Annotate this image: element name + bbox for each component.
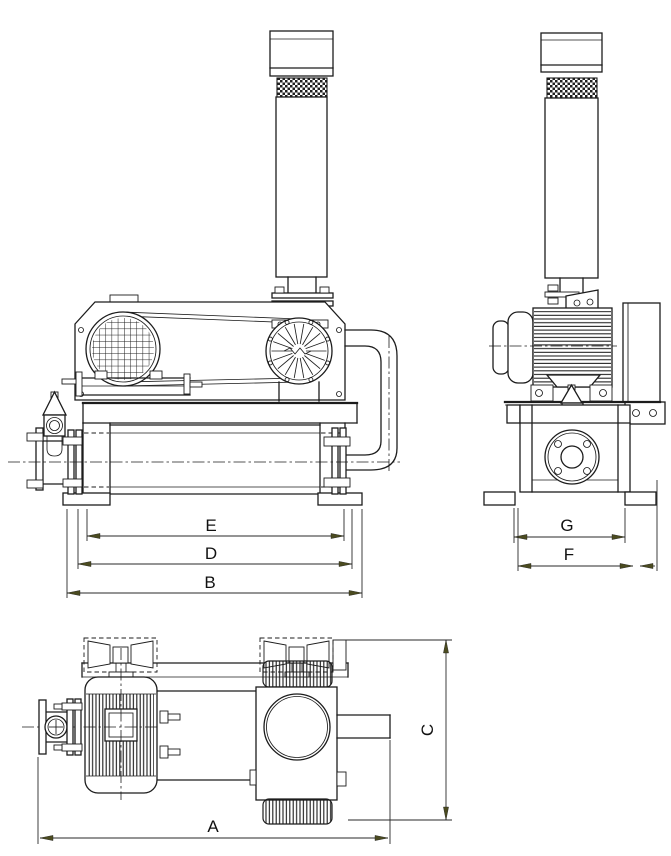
motor-plan xyxy=(84,648,181,800)
silencer-ribs-top xyxy=(262,660,333,688)
pulley xyxy=(265,317,333,402)
mesh-band xyxy=(276,77,328,98)
casing-plan xyxy=(249,660,391,825)
dimension-label-e: E xyxy=(205,516,216,535)
hidden-foot-left xyxy=(83,637,158,678)
belt-guard-side xyxy=(622,302,666,425)
dimension-E: E xyxy=(86,509,345,541)
dimension-D: D xyxy=(77,509,353,569)
shaft-break-symbol xyxy=(283,347,312,355)
dimension-label-a: A xyxy=(207,817,219,836)
dimension-B: B xyxy=(66,509,363,598)
discharge-elbow-front xyxy=(323,329,398,495)
relief-valve-front xyxy=(41,390,68,457)
motor-grille xyxy=(85,311,161,387)
plan-view: A C xyxy=(22,637,452,844)
dimension-C: C xyxy=(335,639,452,821)
dimension-F: F xyxy=(517,480,658,571)
dimension-label-c: C xyxy=(418,724,437,736)
dimension-label-f: F xyxy=(564,545,574,564)
housing-side xyxy=(483,404,657,506)
pulley-spokes xyxy=(271,323,327,379)
front-view: E D B xyxy=(8,30,400,598)
silencer-ribs-bottom xyxy=(262,798,333,825)
inlet-silencer-side xyxy=(540,32,603,313)
mesh-band xyxy=(546,77,598,99)
dimension-A: A xyxy=(37,740,391,844)
side-view: G F xyxy=(483,32,666,571)
dimension-label-d: D xyxy=(205,544,217,563)
base-frame-front xyxy=(62,401,363,506)
motor-side xyxy=(489,307,617,402)
discharge-stub-plan xyxy=(336,714,391,739)
motor-slide-base xyxy=(61,370,203,397)
dimension-label-g: G xyxy=(560,516,573,535)
inlet-assembly-front xyxy=(26,390,83,495)
dimension-label-b: B xyxy=(204,573,215,592)
inlet-assembly-plan xyxy=(22,698,160,756)
drive-belts xyxy=(122,311,300,387)
inlet-silencer-front xyxy=(269,30,334,323)
dimension-G: G xyxy=(513,508,626,543)
discharge-flange xyxy=(544,429,600,485)
